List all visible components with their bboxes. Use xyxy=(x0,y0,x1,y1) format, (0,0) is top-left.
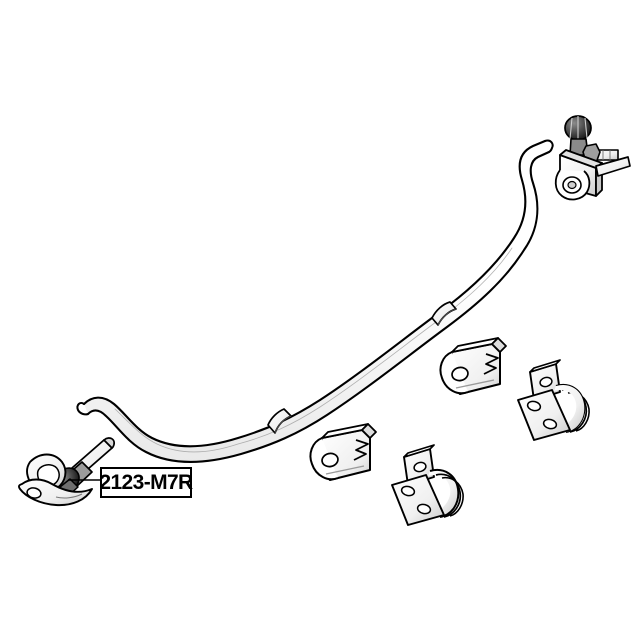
bracket-upper-hole-top xyxy=(539,376,553,388)
left-link-bolt-hole xyxy=(26,487,42,499)
bushing-lower xyxy=(309,423,377,481)
collar-marker-upper-edge xyxy=(437,308,457,326)
bushing-upper-split xyxy=(483,353,499,375)
stabilizer-link-left xyxy=(18,437,115,507)
left-link-crescent-shade xyxy=(55,493,83,499)
bracket-lower-saddle-mid xyxy=(435,473,462,518)
bracket-upper-saddle-fill xyxy=(554,384,585,432)
collar-marker-lower xyxy=(267,408,292,434)
stabilizer-bar-body xyxy=(84,141,549,462)
bracket-upper xyxy=(517,359,590,441)
part-number-text: 2123-M7R xyxy=(99,471,193,494)
stabilizer-link-right xyxy=(554,115,631,201)
stabilizer-bar-outline-bottom xyxy=(86,150,551,464)
bracket-upper-flange-top xyxy=(529,359,561,373)
bracket-lower-saddle-fill xyxy=(428,469,459,517)
right-link-arm xyxy=(595,156,631,177)
bushing-upper xyxy=(439,337,507,395)
bracket-lower-hole-base-2 xyxy=(416,503,432,515)
bracket-lower-hole-top xyxy=(413,461,427,473)
stabilizer-bar-tip-right xyxy=(544,139,554,153)
part-number-callout: 2123-M7R xyxy=(99,467,193,498)
bushing-upper-shade xyxy=(455,379,495,389)
bracket-lower xyxy=(391,444,464,526)
left-link-shaft-cap xyxy=(103,437,115,449)
bracket-lower-saddle-back xyxy=(441,476,464,517)
collar-marker-upper xyxy=(431,301,457,326)
bracket-lower-flange-top xyxy=(403,444,435,458)
bushing-lower-side xyxy=(361,423,377,439)
bushing-lower-bore xyxy=(321,452,339,468)
bracket-upper-hole-base-1 xyxy=(526,400,542,412)
bracket-upper-hole-base-2 xyxy=(542,418,558,430)
bushing-lower-split xyxy=(353,439,369,461)
bushing-upper-side xyxy=(491,337,507,353)
stabilizer-bar-outline-top xyxy=(82,139,547,448)
stabilizer-bar-tip-left xyxy=(76,401,89,416)
bushing-lower-shade xyxy=(325,465,365,475)
right-link-ball-ribs xyxy=(569,116,588,140)
collar-marker-lower-edge xyxy=(274,415,292,434)
left-link-crescent xyxy=(18,478,93,507)
bracket-lower-saddle-front xyxy=(429,469,460,518)
right-link-bore-inner xyxy=(567,180,577,190)
bracket-lower-hole-base-1 xyxy=(400,485,416,497)
bushing-upper-bore xyxy=(451,366,469,382)
